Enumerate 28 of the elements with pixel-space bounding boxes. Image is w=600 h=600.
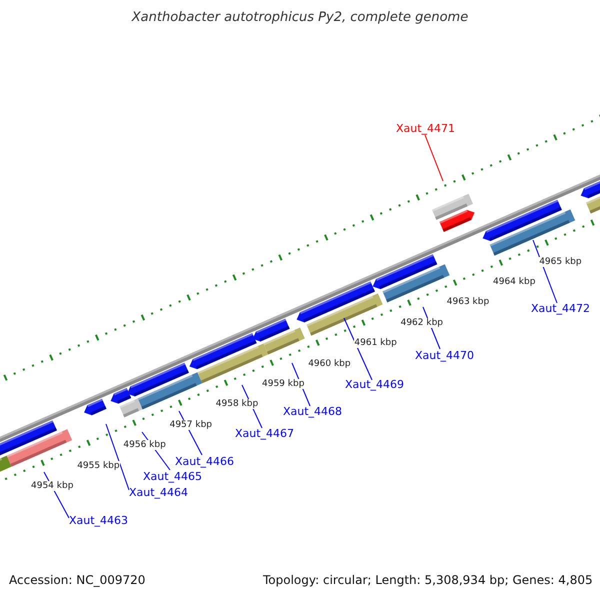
scale-label: 4962 kbp <box>400 318 443 328</box>
gene-label: Xaut_4463 <box>69 514 128 527</box>
gene-label: Xaut_4467 <box>235 427 294 440</box>
footer-text: Accession: NC_009720 <box>9 573 146 587</box>
scale-label: 4956 kbp <box>123 440 166 450</box>
scale-label: 4963 kbp <box>446 297 490 308</box>
scale-label: 4965 kbp <box>539 256 582 267</box>
scale-label: 4958 kbp <box>216 399 258 410</box>
scale-label: 4964 kbp <box>493 277 536 287</box>
gene-label: Xaut_4466 <box>175 455 234 468</box>
leader-line <box>424 134 444 182</box>
gene-label: Xaut_4471 <box>396 122 456 135</box>
scale-label: 4959 kbp <box>262 379 304 389</box>
leader-line <box>106 424 130 490</box>
gene-label: Xaut_4464 <box>129 486 188 499</box>
scale-label: 4954 kbp <box>31 481 74 491</box>
scale-label: 4961 kbp <box>354 338 397 348</box>
scale-label: 4957 kbp <box>170 420 212 430</box>
leader-line <box>344 318 372 380</box>
gene-label: Xaut_4465 <box>143 470 202 483</box>
footer-text: Topology: circular; Length: 5,308,934 bp; Genes: 4,805 <box>263 573 593 587</box>
gene-label: Xaut_4468 <box>283 405 342 418</box>
scale-label: 4955 kbp <box>77 460 120 471</box>
diagram-title: Xanthobacter autotrophicus Py2, complete genome <box>130 10 470 25</box>
scale-label: 4960 kbp <box>308 358 351 369</box>
gene-label: Xaut_4472 <box>531 302 590 315</box>
gene-label: Xaut_4470 <box>415 349 474 362</box>
gene-label: Xaut_4469 <box>345 378 404 391</box>
